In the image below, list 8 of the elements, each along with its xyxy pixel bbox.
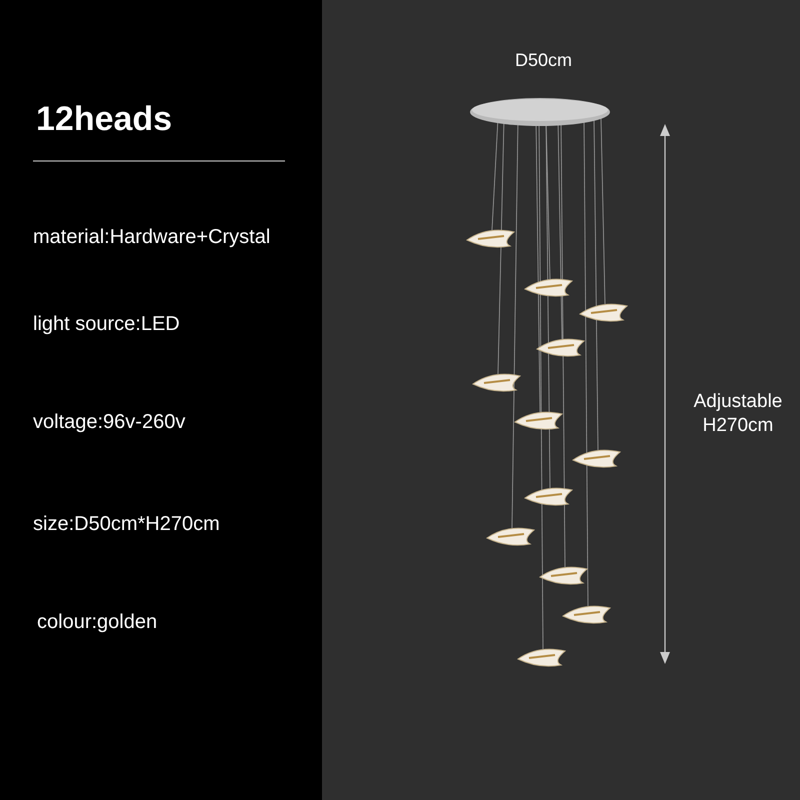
spec-text: size:D50cm*H270cm — [33, 513, 220, 536]
dimension-label: Adjustable H270cm — [692, 390, 784, 438]
heading: 12heads — [36, 100, 172, 139]
spec-text: material:Hardware+Crystal — [33, 226, 270, 249]
spec-text: light source:LED — [33, 313, 180, 336]
spec-text: voltage:96v-260v — [33, 411, 186, 434]
dimension-label: D50cm — [515, 50, 572, 71]
spec-text: colour:golden — [37, 611, 158, 634]
